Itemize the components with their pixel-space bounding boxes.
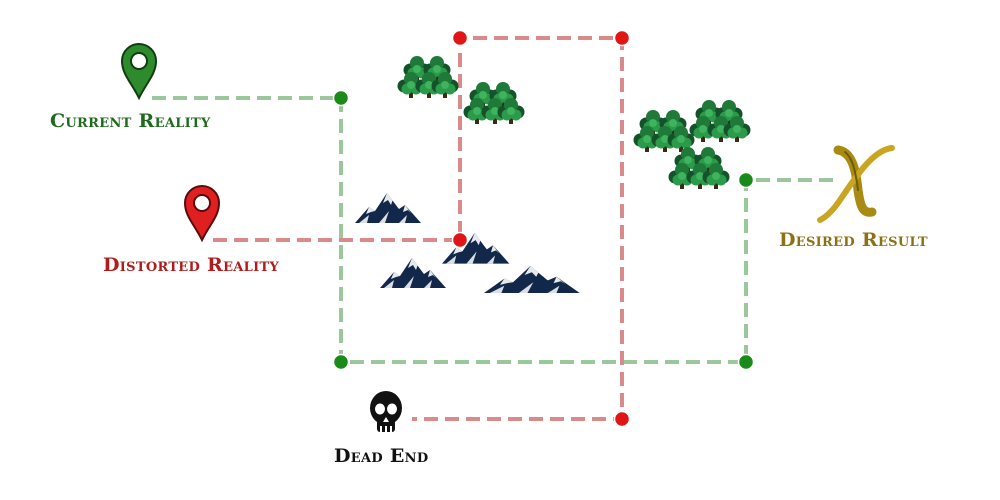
- current-path-segment: [152, 96, 838, 364]
- distorted-reality-label: Distorted Reality: [103, 254, 280, 276]
- current-path: [152, 96, 838, 364]
- green-nodes: [332, 89, 755, 371]
- distorted-path: [213, 36, 624, 421]
- path-node: [613, 410, 631, 428]
- path-node: [332, 353, 350, 371]
- red-nodes: [451, 29, 631, 428]
- map-pin-icon: [120, 43, 158, 101]
- x-mark-icon: [817, 145, 895, 223]
- skull-icon: [370, 391, 402, 432]
- path-node: [613, 29, 631, 47]
- distorted-path-segment: [213, 36, 624, 421]
- map-pin-icon: [183, 185, 221, 243]
- path-node: [737, 353, 755, 371]
- path-node: [451, 231, 469, 249]
- tree-cluster-icon: [398, 56, 751, 189]
- desired-result-label: Desired Result: [779, 229, 928, 251]
- current-reality-label: Current Reality: [50, 110, 211, 132]
- path-node: [737, 171, 755, 189]
- dead-end-label: Dead End: [334, 445, 429, 467]
- path-node: [451, 29, 469, 47]
- path-node: [332, 89, 350, 107]
